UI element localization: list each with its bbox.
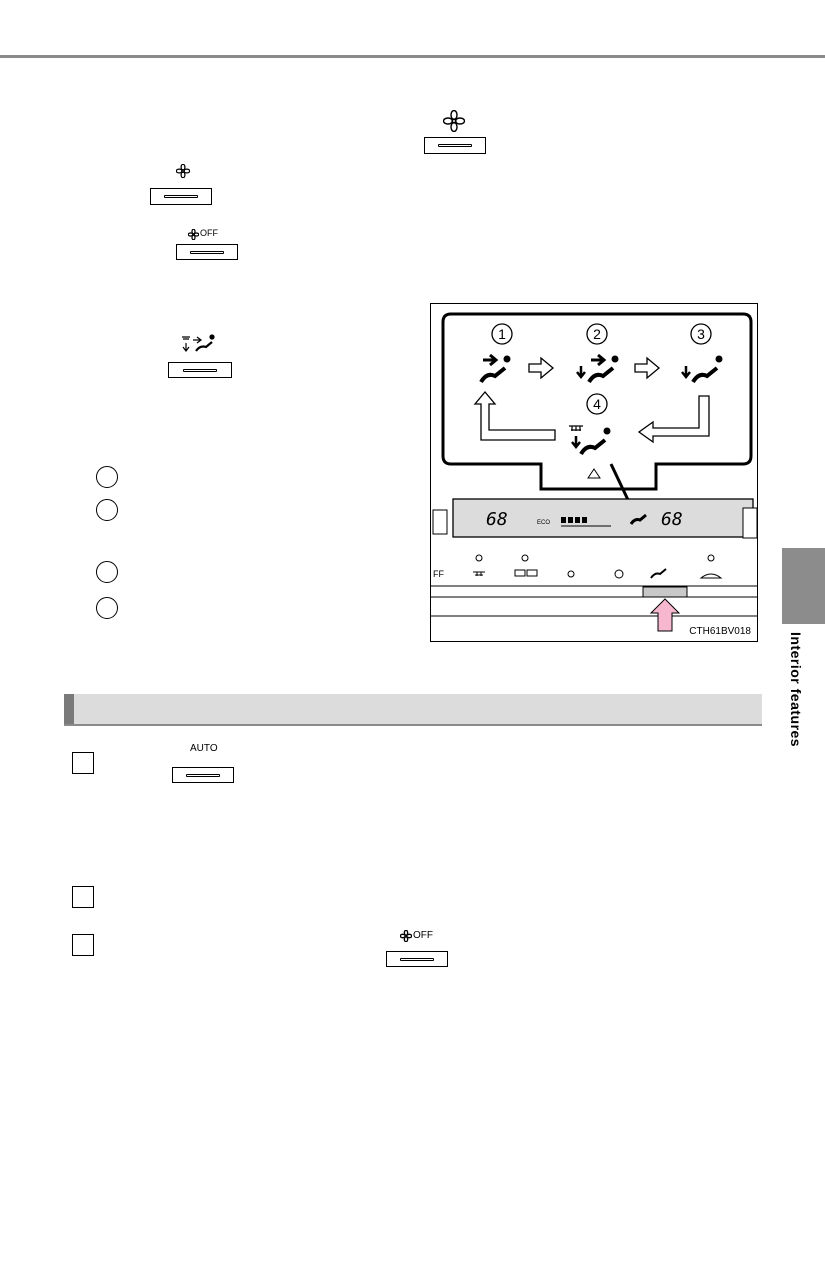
step-numbers: 1 2 3 4 [491, 323, 712, 415]
fan-off-button-2[interactable] [386, 951, 448, 967]
step-2-circle [586, 323, 608, 345]
front-defrost-icon [473, 571, 485, 576]
fan-small-icon [176, 164, 190, 178]
left-knob-stub [432, 509, 448, 535]
press-arrow [649, 598, 681, 632]
list-marker-3 [96, 561, 118, 583]
auto-button[interactable] [172, 767, 234, 783]
step-4-circle [586, 393, 608, 415]
fan-up-panel-icon [614, 569, 624, 579]
mode-feet-icon [681, 355, 723, 384]
chapter-tab [782, 548, 825, 624]
rear-defrost-icon [514, 569, 526, 577]
display-right-temp: 68 [661, 509, 683, 530]
display-left-temp: 68 [486, 509, 508, 530]
section-accent [64, 694, 74, 724]
arrow-3-4 [637, 395, 710, 444]
step-1-circle [491, 323, 513, 345]
display-eco: ECO [537, 520, 550, 526]
display-fan-bars [561, 517, 611, 527]
fan-down-panel-icon [567, 570, 575, 578]
figure-code: CTH61BV018 [689, 626, 751, 637]
panel-ff-label: FF [433, 569, 444, 579]
airflow-diagram: 1 2 3 4 [431, 312, 758, 632]
list-box-2 [72, 886, 94, 908]
mode-panel-icon [650, 568, 667, 579]
list-box-3 [72, 934, 94, 956]
right-knob-stub [742, 507, 758, 539]
list-marker-1 [96, 466, 118, 488]
chapter-label-text: Interior features [788, 632, 804, 748]
fan-speed-up-button[interactable] [424, 137, 486, 154]
airflow-mode-icon [182, 334, 215, 352]
indicator-2 [521, 554, 529, 562]
arrow-1-2 [528, 356, 555, 380]
header-rule [0, 55, 825, 58]
recirc-panel-icon [699, 573, 723, 579]
airflow-figure: 1 2 3 4 [430, 303, 758, 642]
airflow-mode-button[interactable] [168, 362, 232, 378]
fan-off-label-2: OFF [413, 930, 433, 941]
step-3-label: 3 [697, 326, 705, 342]
chapter-label: Interior features [788, 632, 818, 772]
step-4-label: 4 [593, 396, 601, 412]
list-box-1 [72, 752, 94, 774]
mode-bilevel-icon [576, 353, 619, 384]
arrow-4-1 [473, 390, 556, 441]
fan-icon [443, 110, 465, 132]
mode-feet-defrost-icon [569, 425, 611, 456]
indicator-3 [707, 554, 715, 562]
mode-face-icon [479, 353, 511, 384]
indicator-1 [475, 554, 483, 562]
fan-off-label: OFF [200, 228, 218, 238]
fan-off-button[interactable] [176, 244, 238, 260]
fan-off-icon-2 [400, 930, 412, 942]
mirror-defrost-icon [526, 569, 538, 577]
mode-panel-button [642, 586, 688, 598]
list-marker-2 [96, 499, 118, 521]
list-marker-4 [96, 597, 118, 619]
display-panel [452, 498, 754, 538]
auto-label: AUTO [190, 743, 218, 754]
step-3-circle [690, 323, 712, 345]
fan-off-icon [188, 229, 199, 240]
fan-speed-down-button[interactable] [150, 188, 212, 205]
step-1-label: 1 [498, 326, 506, 342]
step-2-label: 2 [593, 326, 601, 342]
section-heading-bar [64, 694, 762, 726]
display-mode-icon [629, 513, 647, 525]
arrow-2-3 [634, 356, 661, 380]
